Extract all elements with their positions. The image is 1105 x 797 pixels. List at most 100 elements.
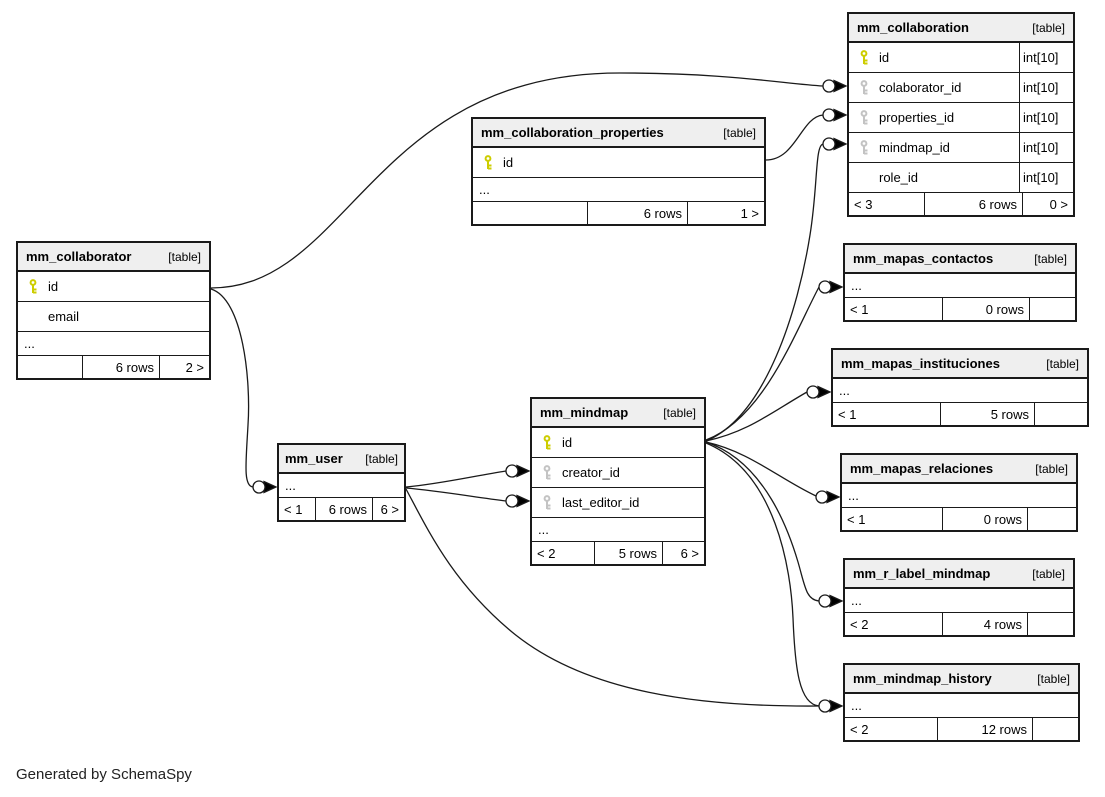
column-type: int[10]	[1019, 102, 1073, 132]
table-footer: 6 rows 1 >	[473, 202, 764, 224]
table-mm_mapas_contactos: mm_mapas_contactos [table] ... < 1 0 row…	[843, 243, 1077, 322]
column-row: email	[18, 302, 209, 332]
table-name[interactable]: mm_r_label_mindmap	[853, 566, 991, 581]
table-mm_r_label_mindmap: mm_r_label_mindmap [table] ... < 2 4 row…	[843, 558, 1075, 637]
table-badge: [table]	[1046, 356, 1079, 371]
column-name: mindmap_id	[879, 140, 950, 155]
column-name: id	[48, 279, 59, 294]
rel-collaborator-to-collaboration	[210, 72, 824, 289]
fk-out-count	[1029, 298, 1075, 320]
table-name[interactable]: mm_collaboration	[857, 20, 969, 35]
table-header[interactable]: mm_collaboration [table]	[849, 14, 1073, 43]
table-header[interactable]: mm_collaboration_properties [table]	[473, 119, 764, 148]
row-count: 6 rows	[587, 202, 687, 224]
endpoint-contactos	[818, 280, 844, 294]
table-badge: [table]	[723, 125, 756, 140]
rel-user-to-mindmap-lasteditor	[405, 487, 507, 502]
fk-in-count: < 1	[847, 511, 866, 527]
table-header[interactable]: mm_mapas_relaciones [table]	[842, 455, 1076, 484]
table-name[interactable]: mm_mapas_contactos	[853, 251, 994, 266]
row-count: 6 rows	[315, 498, 372, 520]
ellipsis-row: ...	[842, 484, 1076, 508]
table-mm_mindmap_history: mm_mindmap_history [table] ... < 2 12 ro…	[843, 663, 1080, 742]
endpoint-collaboration-mindmap_id	[822, 137, 848, 151]
column-row: creator_id	[532, 458, 704, 488]
table-badge: [table]	[1037, 671, 1070, 686]
table-header[interactable]: mm_r_label_mindmap [table]	[845, 560, 1073, 589]
fk-out-count: 6 >	[662, 542, 704, 564]
table-header[interactable]: mm_mindmap [table]	[532, 399, 704, 428]
table-name[interactable]: mm_collaboration_properties	[481, 125, 664, 140]
rel-collaborator-to-user	[210, 288, 254, 488]
rel-user-to-history	[405, 488, 820, 707]
table-name[interactable]: mm_mindmap_history	[853, 671, 992, 686]
ellipsis-row: ...	[473, 178, 764, 202]
column-type: int[10]	[1019, 132, 1073, 162]
ellipsis-row: ...	[833, 379, 1087, 403]
table-header[interactable]: mm_mapas_contactos [table]	[845, 245, 1075, 274]
fk-out-count	[1027, 508, 1076, 530]
table-mm_collaboration_properties: mm_collaboration_properties [table] id .…	[471, 117, 766, 226]
table-name[interactable]: mm_user	[285, 451, 343, 466]
rel-mindmap-to-rlabel	[705, 441, 820, 602]
fk-out-count	[1032, 718, 1078, 740]
column-type: int[10]	[1019, 42, 1073, 72]
foreign-key-icon	[849, 140, 879, 155]
row-count: 5 rows	[940, 403, 1034, 425]
fk-out-count: 1 >	[687, 202, 764, 224]
endpoint-mindmap-last_editor_id	[505, 494, 531, 508]
rel-mindmap-to-history	[705, 442, 820, 707]
table-mm_collaborator: mm_collaborator [table] id email ... 6 r…	[16, 241, 211, 380]
primary-key-icon	[849, 50, 879, 65]
column-row: id int[10]	[849, 42, 1073, 73]
rel-mindmap-to-contactos	[705, 286, 820, 441]
fk-in-count: < 3	[854, 196, 873, 212]
foreign-key-icon	[532, 495, 562, 510]
foreign-key-icon	[849, 110, 879, 125]
column-name: creator_id	[562, 465, 620, 480]
fk-in-count: < 2	[537, 545, 556, 561]
column-type: int[10]	[1019, 162, 1073, 192]
column-name: colaborator_id	[879, 80, 962, 95]
table-mm_user: mm_user [table] ... < 1 6 rows 6 >	[277, 443, 406, 522]
column-name: properties_id	[879, 110, 955, 125]
table-name[interactable]: mm_mapas_relaciones	[850, 461, 994, 476]
table-header[interactable]: mm_collaborator [table]	[18, 243, 209, 272]
row-count: 5 rows	[594, 542, 662, 564]
table-footer: < 1 5 rows	[833, 403, 1087, 425]
table-name[interactable]: mm_mindmap	[540, 405, 629, 420]
rel-mindmap-to-relaciones	[705, 441, 817, 497]
table-name[interactable]: mm_collaborator	[26, 249, 132, 264]
table-name[interactable]: mm_mapas_instituciones	[841, 356, 1000, 371]
table-header[interactable]: mm_mindmap_history [table]	[845, 665, 1078, 694]
fk-in-count: < 2	[850, 721, 869, 737]
fk-out-count	[1027, 613, 1073, 635]
table-badge: [table]	[1035, 461, 1068, 476]
endpoint-collaboration-properties_id	[822, 108, 848, 122]
column-row: id	[18, 272, 209, 302]
endpoint-history	[818, 699, 844, 713]
ellipsis-row: ...	[279, 474, 404, 498]
fk-out-count: 6 >	[372, 498, 404, 520]
column-name: id	[562, 435, 573, 450]
relationship-endpoints	[252, 79, 848, 713]
fk-in-count: < 1	[838, 406, 857, 422]
foreign-key-icon	[849, 80, 879, 95]
row-count: 12 rows	[937, 718, 1032, 740]
column-name: id	[879, 50, 890, 65]
row-count: 0 rows	[942, 508, 1027, 530]
endpoint-collaboration-colaborator_id	[822, 79, 848, 93]
fk-in-count	[473, 202, 587, 224]
fk-in-count: < 2	[850, 616, 869, 632]
table-footer: 6 rows 2 >	[18, 356, 209, 378]
table-header[interactable]: mm_user [table]	[279, 445, 404, 474]
generator-credit: Generated by SchemaSpy	[16, 766, 192, 783]
primary-key-icon	[532, 435, 562, 450]
row-count: 0 rows	[942, 298, 1029, 320]
fk-in-count: < 1	[284, 501, 303, 517]
table-badge: [table]	[663, 405, 696, 420]
table-badge: [table]	[365, 451, 398, 466]
rel-mindmap-to-collaboration	[705, 143, 824, 442]
table-header[interactable]: mm_mapas_instituciones [table]	[833, 350, 1087, 379]
